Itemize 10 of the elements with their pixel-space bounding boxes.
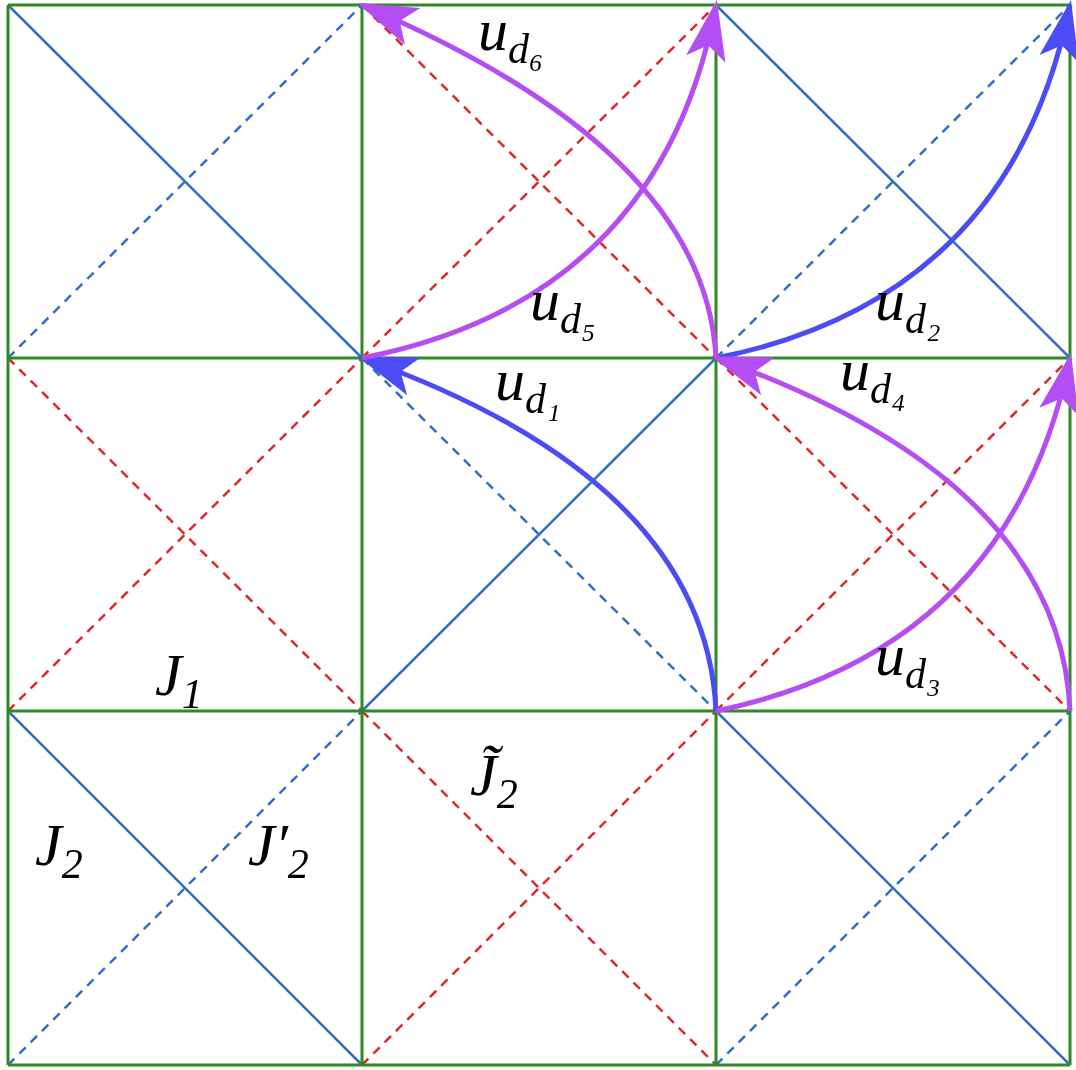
math-label: J′$_{2}$ (248, 815, 309, 885)
math-label: u$_{d₃}$ (875, 625, 941, 695)
math-label: J$_{1}$ (155, 645, 203, 715)
math-label: u$_{d₁}$ (495, 350, 561, 420)
math-label: u$_{d₆}$ (478, 0, 544, 70)
math-label: J̃$_{2}$ (470, 745, 518, 815)
math-label: u$_{d₂}$ (875, 270, 941, 340)
math-label: u$_{d₄}$ (840, 340, 906, 410)
math-label: u$_{d₅}$ (530, 270, 596, 340)
math-label: J$_{2}$ (35, 815, 83, 885)
